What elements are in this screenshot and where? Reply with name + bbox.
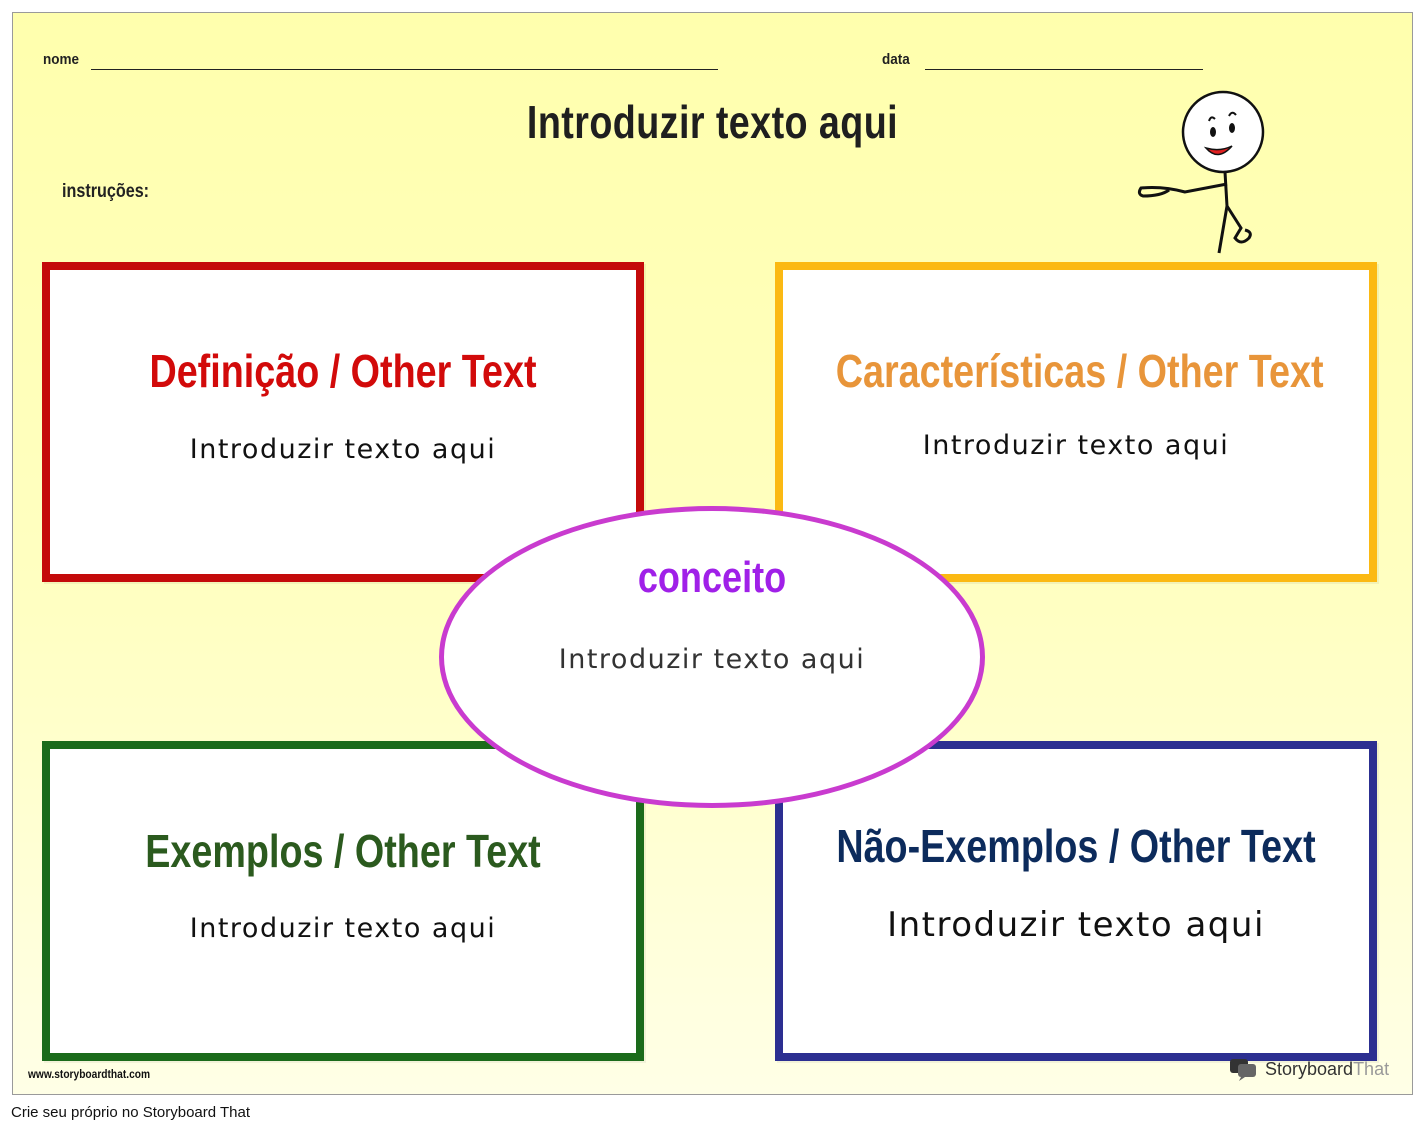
characteristics-text[interactable]: Introduzir texto aqui [922, 430, 1230, 461]
stick-figure-icon [1137, 90, 1265, 254]
definition-text[interactable]: Introduzir texto aqui [189, 434, 497, 465]
concept-title[interactable]: conceito [637, 553, 787, 602]
examples-box: Exemplos / Other Text Introduzir texto a… [42, 741, 644, 1061]
page-title[interactable]: Introduzir texto aqui [526, 96, 899, 148]
name-label: nome [43, 51, 80, 68]
storyboardthat-logo: StoryboardThat [1229, 1056, 1389, 1082]
brand-strong: Storyboard [1265, 1058, 1354, 1079]
speech-bubble-icon [1230, 1059, 1256, 1081]
examples-text[interactable]: Introduzir texto aqui [189, 913, 497, 944]
name-line[interactable] [91, 69, 718, 70]
date-label: data [882, 51, 910, 68]
date-line[interactable] [925, 69, 1203, 70]
footer-link[interactable]: Crie seu próprio no Storyboard That [11, 1104, 251, 1121]
brand-light: That [1353, 1058, 1390, 1079]
non-examples-text[interactable]: Introduzir texto aqui [887, 905, 1265, 945]
definition-title[interactable]: Definição / Other Text [149, 345, 537, 397]
instructions-label: instruções: [62, 181, 150, 202]
definition-box: Definição / Other Text Introduzir texto … [42, 262, 644, 582]
non-examples-title[interactable]: Não-Exemplos / Other Text [836, 820, 1316, 872]
characteristics-title[interactable]: Características / Other Text [835, 345, 1324, 397]
examples-title[interactable]: Exemplos / Other Text [145, 825, 541, 877]
concept-text[interactable]: Introduzir texto aqui [558, 644, 866, 675]
worksheet: nome data Introduzir texto aqui instruçõ… [12, 12, 1413, 1095]
watermark-url: www.storyboardthat.com [28, 1067, 151, 1081]
non-examples-box: Não-Exemplos / Other Text Introduzir tex… [775, 741, 1377, 1061]
concept-oval: conceito Introduzir texto aqui [439, 506, 985, 808]
characteristics-box: Características / Other Text Introduzir … [775, 262, 1377, 582]
